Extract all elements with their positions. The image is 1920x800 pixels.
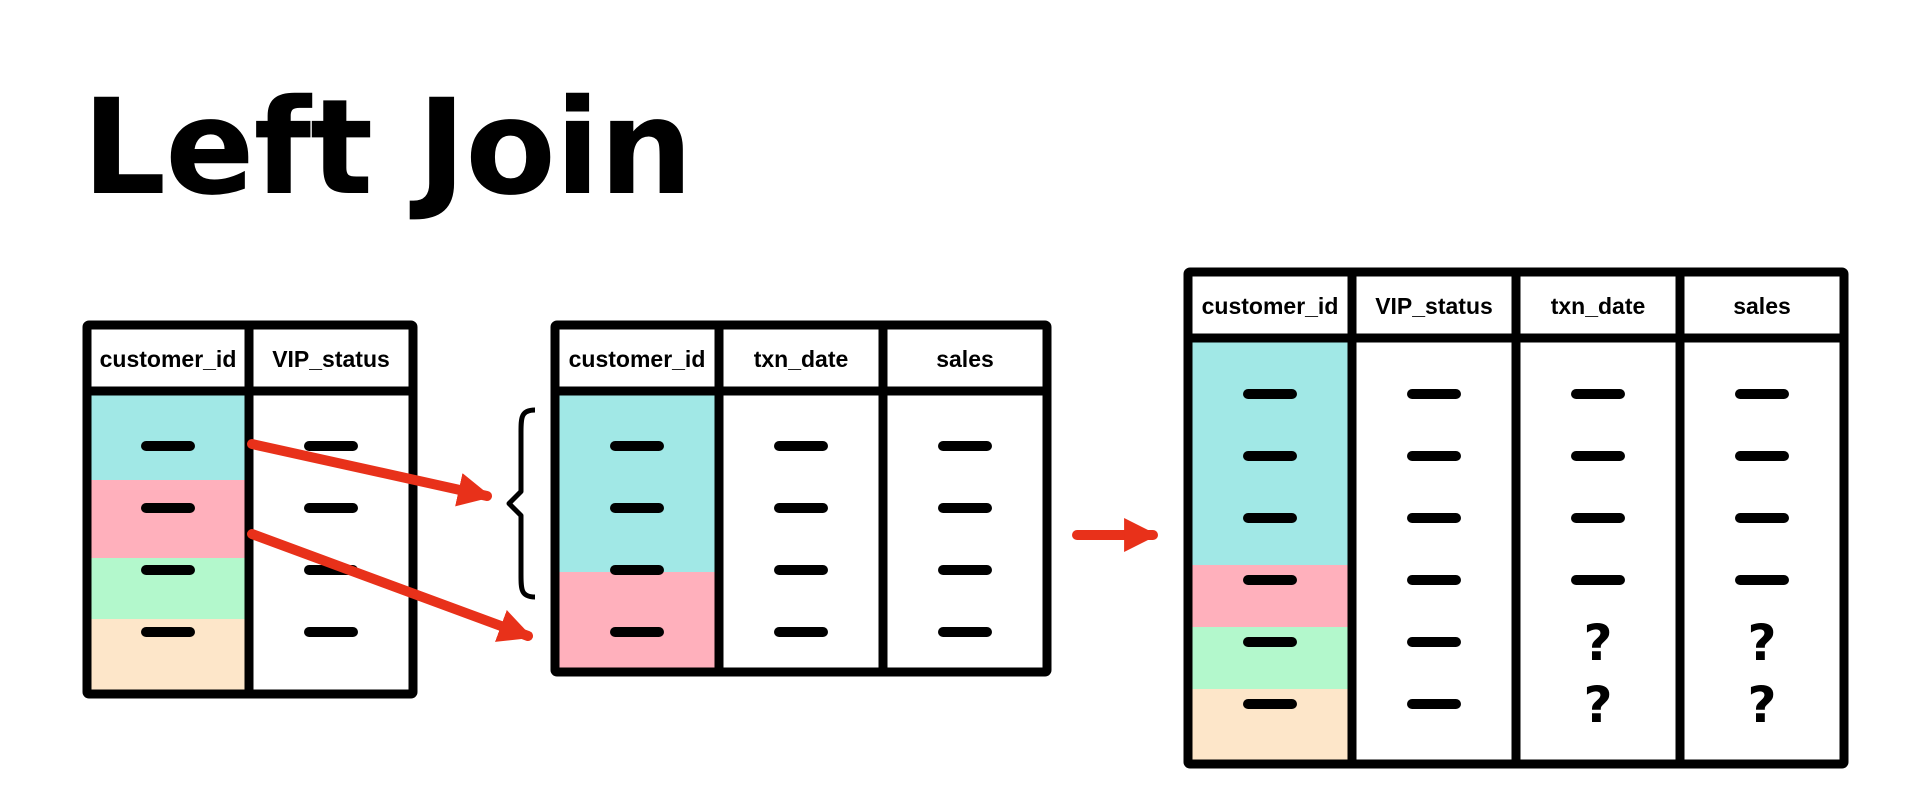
- join-arrow-pink: [247, 529, 533, 642]
- key-cell-cyan: [555, 510, 719, 573]
- table-customers: customer_id VIP_status: [82, 320, 418, 699]
- key-cell-green: [1188, 627, 1352, 690]
- cell-missing-value: ?: [1583, 676, 1612, 734]
- join-arrow-cyan: [247, 439, 492, 507]
- table-border: [550, 320, 1052, 677]
- key-cell-pink: [555, 572, 719, 673]
- key-cell-cyan: [555, 391, 719, 449]
- key-cell-cyan: [1188, 441, 1352, 504]
- column-header-customer-id: customer_id: [100, 346, 237, 372]
- column-header-txn-date: txn_date: [1551, 293, 1646, 319]
- key-cell-pink: [87, 480, 249, 559]
- table-border: [82, 320, 418, 699]
- column-header-customer-id: customer_id: [569, 346, 706, 372]
- grouping-brace: [506, 407, 536, 600]
- page-title: Left Join: [82, 71, 693, 225]
- key-cell-cyan: [555, 448, 719, 511]
- table-result: customer_id VIP_status txn_date sales????: [1183, 267, 1849, 769]
- table-border: [1183, 267, 1849, 769]
- column-header-vip-status: VIP_status: [272, 346, 390, 372]
- column-header-sales: sales: [1733, 293, 1791, 319]
- column-header-customer-id: customer_id: [1202, 293, 1339, 319]
- connectors-layer: [247, 407, 1159, 642]
- table-transactions: customer_id txn_date sales: [550, 320, 1052, 677]
- column-header-vip-status: VIP_status: [1375, 293, 1493, 319]
- key-cell-cyan: [1188, 503, 1352, 566]
- key-cell-pink: [1188, 565, 1352, 628]
- key-cell-cyan: [87, 391, 249, 481]
- cell-missing-value: ?: [1747, 676, 1776, 734]
- cell-missing-value: ?: [1583, 614, 1612, 672]
- column-header-txn-date: txn_date: [754, 346, 849, 372]
- column-header-sales: sales: [936, 346, 994, 372]
- cell-missing-value: ?: [1747, 614, 1776, 672]
